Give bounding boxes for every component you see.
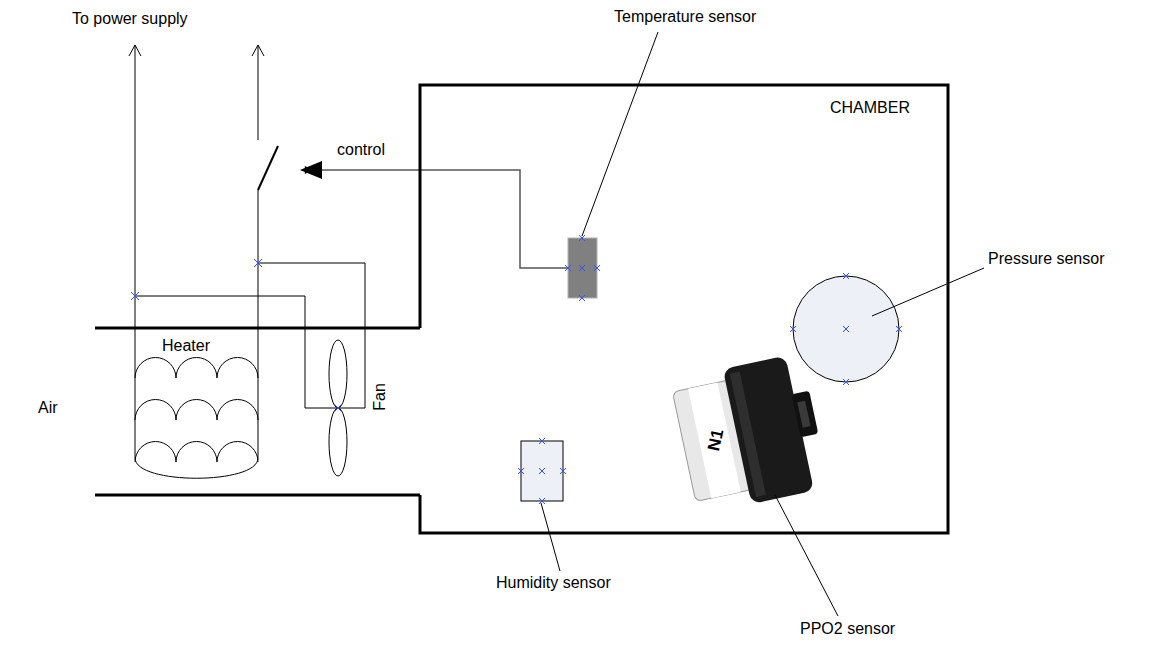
- control-line: [312, 170, 568, 268]
- medium-label: Air: [38, 399, 58, 417]
- part-name: PPO2 sensor: [800, 620, 895, 638]
- ppo2-sensor: [670, 352, 830, 515]
- switch-blade: [258, 146, 278, 190]
- chamber-wall: [420, 85, 948, 533]
- power-wires: [129, 45, 278, 478]
- part-name: Pressure sensor: [988, 250, 1105, 268]
- power-supply-label: To power supply: [72, 10, 188, 28]
- fan-wiring: [135, 263, 365, 408]
- control-arrowhead: [300, 161, 322, 179]
- part-name: Humidity sensor: [496, 574, 611, 592]
- signal-label: control: [337, 141, 385, 159]
- node-title: CHAMBER: [830, 99, 910, 117]
- part-name: Fan: [371, 383, 389, 411]
- part-name: Temperature sensor: [614, 8, 756, 26]
- chamber-outline: [420, 85, 948, 533]
- chamber-box: CHAMBER: [420, 85, 948, 533]
- connection-points: [131, 235, 902, 504]
- heater-coil: [135, 358, 258, 463]
- leader-lines: [541, 32, 984, 616]
- duct-wall: [95, 494, 420, 497]
- part-name: Heater: [162, 337, 210, 355]
